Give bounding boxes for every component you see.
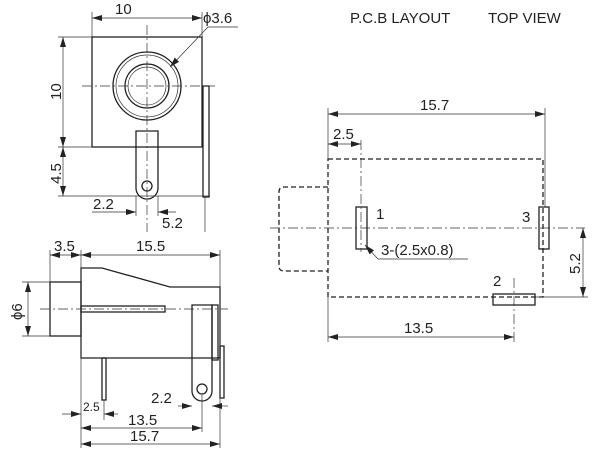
pcb-layout: 1 3 2 3-(2.5x0.8) 15.7 2.5 5.2 13.5 xyxy=(270,97,588,342)
body-length-label: 15.5 xyxy=(136,238,165,255)
front-view: 10 ϕ3.6 10 4.5 2.2 5.2 xyxy=(48,1,238,232)
side-view: 3.5 15.5 ϕ6 2.5 2.2 13.5 15.7 xyxy=(9,238,228,448)
bottom-pin xyxy=(191,304,213,402)
pad-1 xyxy=(355,206,368,250)
side-pin2-offset-label: 2.2 xyxy=(151,390,172,407)
pin-offset-a-label: 2.2 xyxy=(93,196,114,213)
side-pin2-distance-label: 13.5 xyxy=(128,412,157,429)
front-width-label: 10 xyxy=(115,1,132,18)
side-overall-length-label: 15.7 xyxy=(130,428,159,445)
footprint-nose xyxy=(278,186,328,272)
pad-2-label: 2 xyxy=(493,273,501,290)
pcb-pin1-offset-label: 2.5 xyxy=(333,126,354,143)
pad-3-label: 3 xyxy=(522,209,530,226)
pad-3 xyxy=(538,206,550,250)
top-view-title: TOP VIEW xyxy=(488,10,562,27)
pad-1-label: 1 xyxy=(376,206,384,223)
pcb-pin2-vertical-label: 5.2 xyxy=(567,253,584,274)
pin-drop-label: 4.5 xyxy=(48,163,65,184)
side-pin1-offset-label: 2.5 xyxy=(83,400,100,414)
hole-diameter-label: ϕ3.6 xyxy=(203,10,232,27)
pin-offset-b-label: 5.2 xyxy=(162,215,183,232)
side-pin xyxy=(219,345,225,399)
side-pin xyxy=(202,85,210,198)
pcb-pin2-distance-label: 13.5 xyxy=(404,320,433,337)
nose-length-label: 3.5 xyxy=(54,238,75,255)
front-pin xyxy=(101,357,107,401)
pcb-overall-length-label: 15.7 xyxy=(420,97,449,114)
nose-diameter-label: ϕ6 xyxy=(9,303,26,320)
bottom-pin xyxy=(135,130,159,200)
front-height-label: 10 xyxy=(48,83,65,100)
pcb-layout-title: P.C.B LAYOUT xyxy=(350,10,450,27)
pad-spec-label: 3-(2.5x0.8) xyxy=(381,242,454,259)
side-body xyxy=(80,267,221,359)
